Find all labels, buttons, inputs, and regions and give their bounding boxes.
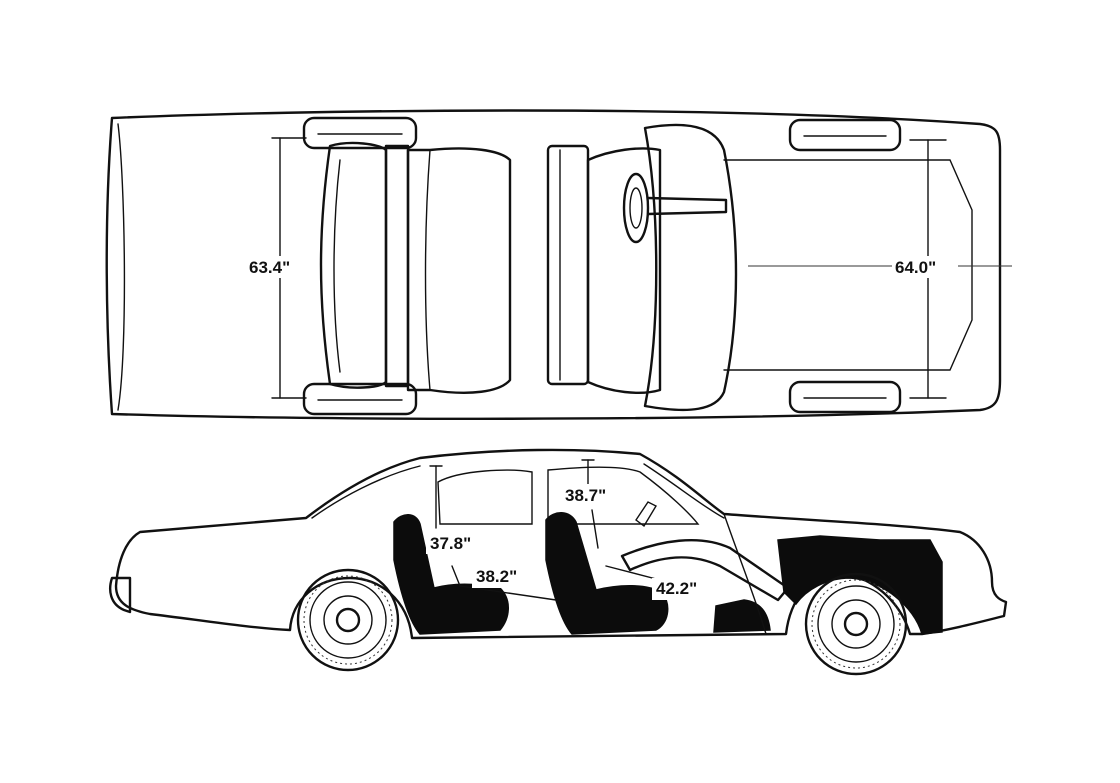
steering-wheel-hub [629,187,643,229]
front-headroom-leader [591,509,599,549]
front-headroom-label: 38.7" [565,486,606,505]
rear-legroom-label: 38.2" [476,567,517,586]
rear-headroom-label: 37.8" [430,534,471,553]
dashboard [643,123,738,412]
label-bg [426,532,488,554]
side-view-body-outline [114,448,1008,640]
rear-side-window [437,469,533,525]
front-left-wheel-top [788,118,902,152]
steering-wheel [622,172,650,244]
engine-bay-outline [723,159,973,371]
label-bg [562,484,626,506]
rear-left-wheel-top [302,116,418,150]
rear-window-c-pillar [311,465,421,519]
rear-legroom-dimension-line [451,565,557,601]
front-legroom-label: 42.2" [656,579,697,598]
front-wheel-side [804,572,908,676]
rear-seat-cushion [319,141,388,389]
label-bg [246,256,310,278]
label-bg [472,566,536,588]
steering-column-side [620,538,790,602]
engine-block [777,535,943,635]
front-side-window [547,466,700,525]
pedal-area [713,599,771,633]
front-seat-cushion [586,147,662,395]
top-view-trunk-contour [117,123,126,411]
rear-track-label: 63.4" [249,258,290,277]
rear-right-wheel-top [302,382,418,416]
firewall [723,513,767,635]
rear-bumper [109,576,132,614]
label-bg [652,578,716,600]
front-seat-back-bar [546,144,590,386]
steering-wheel-side [635,501,657,528]
label-bg [892,256,956,278]
steering-column [646,196,728,216]
rear-wheel-side [296,568,400,672]
front-right-wheel-top [788,380,902,414]
rear-seat-side [393,514,509,635]
car-side-view: 37.8" 38.7" 38.2" 42.2" [109,448,1008,676]
car-top-view: 63.4" 64.0" [105,109,1012,420]
windshield [643,463,725,519]
top-view-body-outline [105,109,1002,420]
front-seat-side [545,512,669,635]
rear-seat-cushion-inner [333,159,341,373]
rear-seat-back-inner [424,149,431,391]
rear-seat-back-frame [384,144,410,388]
front-track-label: 64.0" [895,258,936,277]
rear-seat-back [406,147,512,394]
